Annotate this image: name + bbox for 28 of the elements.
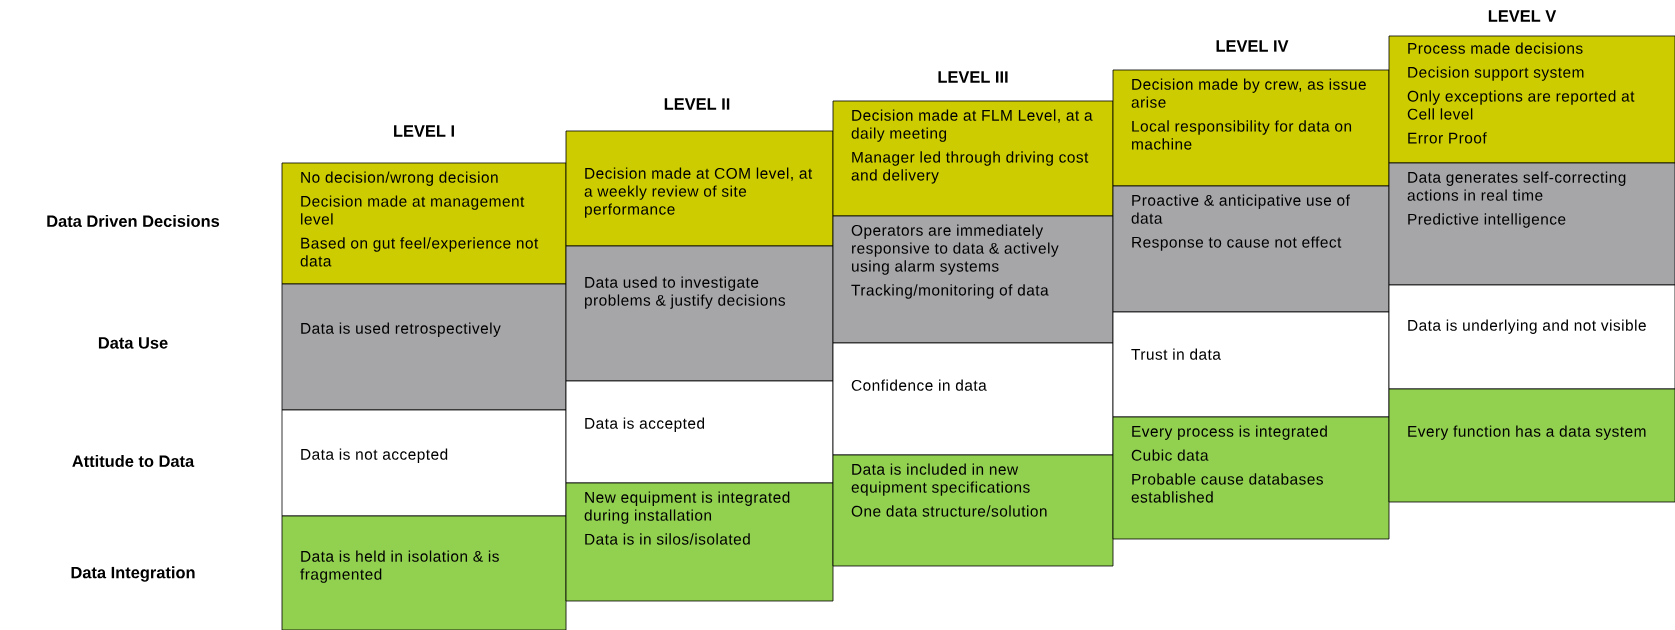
level-cell: Data is accepted bbox=[565, 380, 834, 484]
row-label: Data Integration bbox=[71, 566, 195, 582]
row-label: Data Driven Decisions bbox=[47, 214, 220, 228]
level-cell: Data is held in isolation & is fragmented bbox=[281, 515, 567, 630]
level-cell: Confidence in data bbox=[832, 342, 1114, 456]
level-cell: Data generates self-correcting actions in real time Predictive intelligence bbox=[1388, 162, 1675, 286]
level-cell: Data is included in new equipment specifications One data structure/solution bbox=[832, 454, 1114, 567]
level-cell: Data is used retrospectively bbox=[281, 283, 567, 411]
level-cell: Decision made at FLM Level, at a daily meeting Manager led through driving cost and delivery bbox=[832, 100, 1114, 217]
level-cell: Process made decisions Decision support system Only exceptions are reported at Cell level Error Proof bbox=[1388, 35, 1675, 164]
level-cell: New equipment is integrated during installation Data is in silos/isolated bbox=[565, 482, 834, 602]
level-cell: Every function has a data system bbox=[1388, 388, 1675, 503]
level-heading: LEVEL III bbox=[938, 71, 1008, 83]
level-heading: LEVEL II bbox=[664, 98, 730, 110]
level-cell: Operators are immediately responsive to data & actively using alarm systems Tracking/monitoring of data bbox=[832, 215, 1114, 344]
level-cell: Data is not accepted bbox=[281, 409, 567, 517]
level-cell: Decision made at COM level, at a weekly review of site performance bbox=[565, 130, 834, 247]
level-heading: LEVEL I bbox=[394, 125, 454, 137]
level-cell: Trust in data bbox=[1112, 311, 1390, 418]
row-label: Attitude to Data bbox=[72, 454, 195, 468]
level-cell: Decision made by crew, as issue arise Local responsibility for data on machine bbox=[1112, 69, 1390, 187]
level-cell: Data is underlying and not visible bbox=[1388, 284, 1675, 390]
row-label: Data Use bbox=[98, 337, 168, 349]
level-heading: LEVEL IV bbox=[1216, 40, 1289, 52]
level-cell: Data used to investigate problems & justify decisions bbox=[565, 245, 834, 382]
level-cell: Every process is integrated Cubic data Probable cause databases established bbox=[1112, 416, 1390, 540]
level-cell: Proactive & anticipative use of data Response to cause not effect bbox=[1112, 185, 1390, 313]
level-cell: No decision/wrong decision Decision made at management level Based on gut feel/experience not data bbox=[281, 162, 567, 285]
